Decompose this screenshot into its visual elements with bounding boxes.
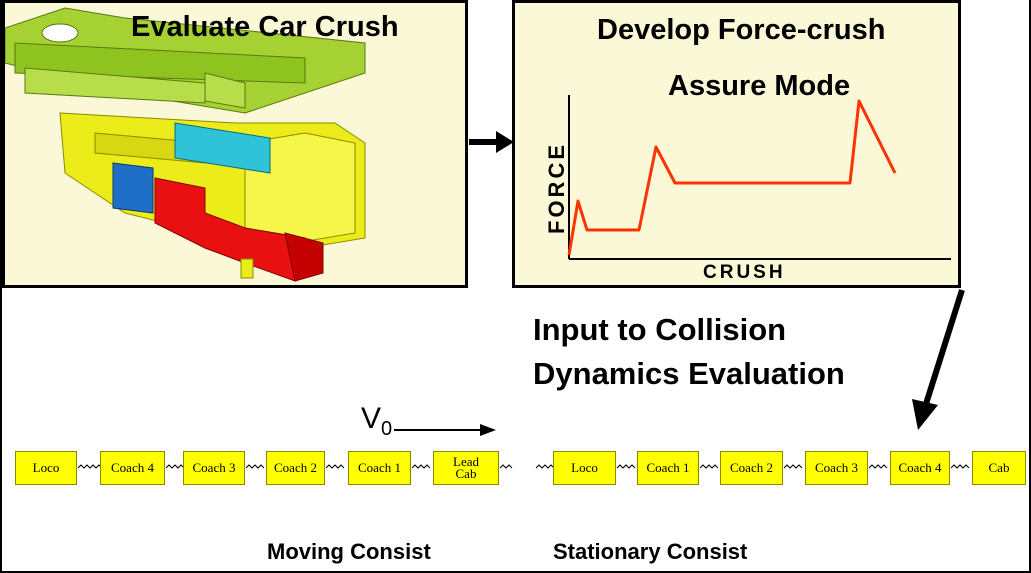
stationary-car-coach-3: Coach 3	[805, 451, 868, 485]
moving-consist-label: Moving Consist	[267, 539, 431, 564]
force-crush-title-line2: Assure Mode	[668, 70, 851, 102]
velocity-symbol: V	[361, 402, 382, 435]
couplers	[77, 464, 970, 469]
input-text-line1: Input to Collision	[533, 312, 787, 347]
moving-car-coach-3: Coach 3	[183, 451, 245, 485]
force-crush-panel: Develop Force-crush Assure Mode FORCE CR…	[512, 0, 961, 288]
moving-car-coach-2: Coach 2	[266, 451, 325, 485]
force-axis-label: FORCE	[544, 142, 569, 234]
stationary-consist-label: Stationary Consist	[553, 539, 748, 564]
velocity-label: V0	[361, 402, 392, 441]
car-crush-title: Evaluate Car Crush	[131, 11, 399, 43]
right-arrow	[469, 131, 514, 153]
stationary-car-cab: Cab	[972, 451, 1026, 485]
velocity-arrow	[394, 424, 496, 436]
stationary-car-coach-4: Coach 4	[890, 451, 950, 485]
car-crush-model-illustration	[5, 7, 366, 282]
car-crush-panel: Evaluate Car Crush	[2, 0, 468, 288]
force-crush-title-line1: Develop Force-crush	[597, 14, 886, 46]
stationary-car-loco: Loco	[553, 451, 616, 485]
crush-axis-label: CRUSH	[703, 262, 786, 283]
input-text-line2: Dynamics Evaluation	[533, 356, 845, 391]
velocity-subscript: 0	[381, 418, 393, 440]
moving-car-coach-4: Coach 4	[100, 451, 165, 485]
force-crush-curve	[567, 99, 897, 256]
force-crush-plot	[567, 95, 951, 260]
moving-car-coach-1: Coach 1	[348, 451, 411, 485]
stationary-car-coach-1: Coach 1	[637, 451, 699, 485]
moving-car-lead-cab: Lead Cab	[433, 451, 499, 485]
stationary-car-coach-2: Coach 2	[720, 451, 783, 485]
diagonal-arrow	[912, 289, 965, 430]
moving-car-loco: Loco	[15, 451, 77, 485]
